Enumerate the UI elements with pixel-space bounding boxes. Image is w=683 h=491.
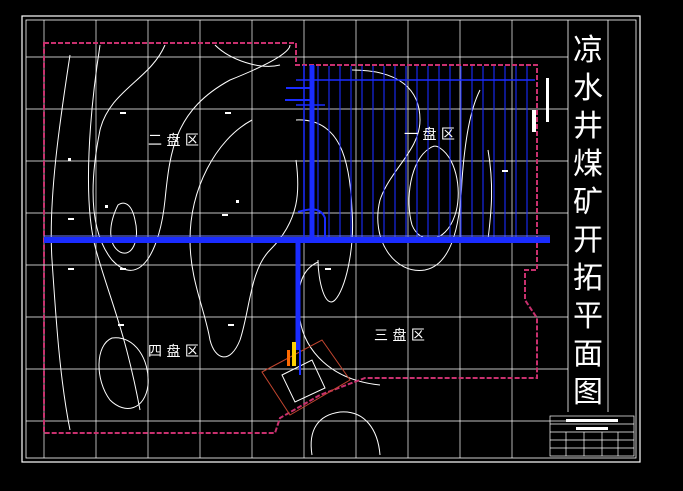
title-char: 拓 xyxy=(573,261,603,296)
title-char: 面 xyxy=(573,337,603,372)
contour-line xyxy=(214,44,281,67)
contour-line xyxy=(87,44,141,411)
contour-line xyxy=(92,44,291,271)
shaft-site xyxy=(261,339,351,416)
title-char: 煤 xyxy=(573,147,603,182)
shaft-marker xyxy=(287,350,290,366)
title-char: 开 xyxy=(573,223,603,258)
title-char: 凉 xyxy=(573,33,603,68)
zone-label-2: 二 盘 区 xyxy=(148,132,199,149)
title-char: 图 xyxy=(573,375,603,410)
mark xyxy=(532,110,536,132)
zone-label-1: 一 盘 区 xyxy=(404,126,455,143)
contour-line xyxy=(295,119,354,303)
title-char: 井 xyxy=(573,109,603,144)
contour-line xyxy=(351,69,481,271)
mark xyxy=(105,205,108,208)
contour-lines xyxy=(50,44,493,456)
mark xyxy=(225,112,231,114)
contour-line xyxy=(110,202,137,254)
mark xyxy=(68,218,74,220)
zone-label-4: 四 盘 区 xyxy=(148,343,199,360)
industrial-site xyxy=(281,359,326,403)
title-block-bar xyxy=(566,419,618,422)
mark xyxy=(120,112,126,114)
contour-line xyxy=(50,54,71,431)
zone-labels: 一 盘 区 二 盘 区 三 盘 区 四 盘 区 xyxy=(148,126,455,360)
mark xyxy=(120,268,126,270)
mark xyxy=(502,170,508,172)
small-marks xyxy=(68,78,549,326)
roadway-bend xyxy=(285,87,312,101)
zone-label-3: 三 盘 区 xyxy=(374,327,425,344)
outer-frame xyxy=(21,15,641,463)
working-face-lines xyxy=(317,66,528,238)
contour-line xyxy=(298,261,381,386)
mark xyxy=(222,214,228,216)
mark xyxy=(546,78,549,122)
mining-boundary xyxy=(43,42,538,434)
title-char: 矿 xyxy=(573,185,603,220)
contour-line xyxy=(408,145,459,240)
title-block-frame xyxy=(549,415,635,457)
shaft-marker xyxy=(292,342,296,366)
mark xyxy=(118,324,124,326)
mark xyxy=(325,268,331,270)
roadway-bend xyxy=(297,208,326,240)
title-char: 平 xyxy=(573,299,603,334)
mark xyxy=(68,158,71,161)
title-block xyxy=(549,415,635,457)
title-char: 水 xyxy=(573,71,603,106)
contour-line xyxy=(487,149,493,241)
mark xyxy=(228,324,234,326)
mark xyxy=(236,200,239,203)
contour-line xyxy=(310,411,381,456)
industrial-site xyxy=(261,339,351,416)
mark xyxy=(68,268,74,270)
contour-line xyxy=(98,337,149,409)
boundary-line xyxy=(43,42,538,434)
roadway-network xyxy=(44,65,550,350)
inner-frame xyxy=(25,19,637,459)
title-block-bar xyxy=(576,427,608,430)
